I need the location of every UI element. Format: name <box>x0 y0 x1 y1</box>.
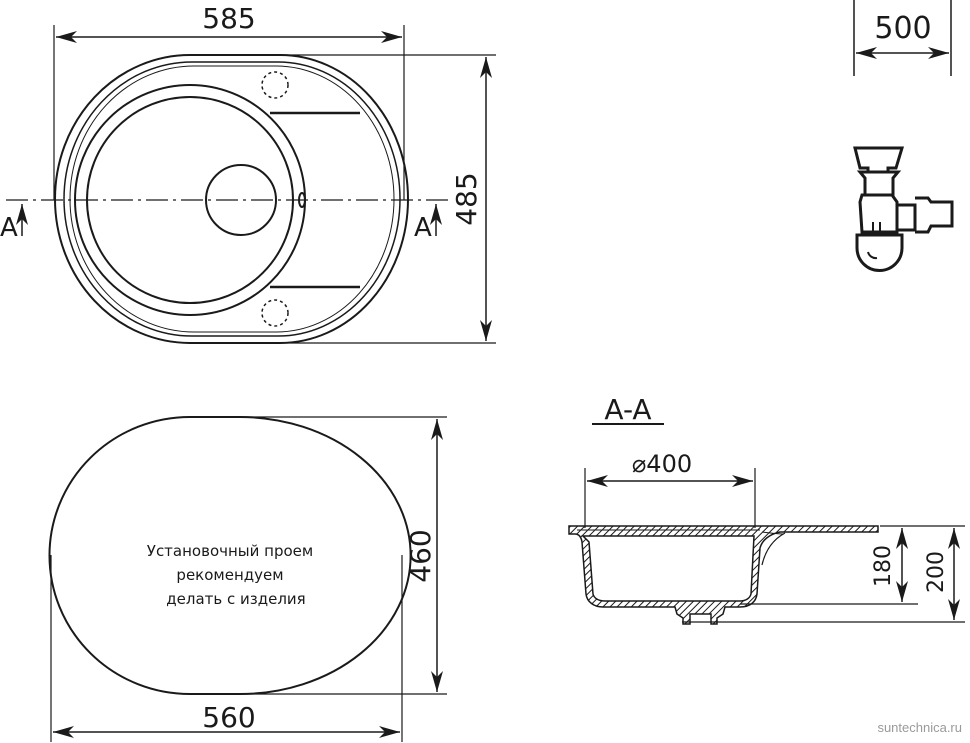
cutout-width-label: 560 <box>202 701 255 734</box>
tap-hole-bottom <box>261 299 289 327</box>
siphon-icon <box>853 146 954 272</box>
cutout-outline <box>48 416 412 695</box>
tap-hole-top <box>261 71 289 99</box>
diameter-label: ⌀400 <box>632 450 692 478</box>
cutout-height-label: 460 <box>404 529 437 582</box>
section-view <box>568 468 965 625</box>
section-marker-right: A <box>414 213 432 243</box>
watermark: suntechnica.ru <box>877 720 962 735</box>
cutout-note-line-3: делать с изделия <box>166 590 305 608</box>
top-height-label: 485 <box>450 172 483 225</box>
section-marker-left: A <box>0 213 18 243</box>
top-width-label: 585 <box>202 2 255 35</box>
total-depth-label: 200 <box>924 551 949 593</box>
cabinet-dimension <box>853 0 952 76</box>
cutout-note-line-2: рекомендуем <box>176 566 283 584</box>
sink-inner-rim <box>63 61 401 337</box>
sink-outer-rim <box>54 54 409 344</box>
cabinet-width-label: 500 <box>874 11 931 46</box>
section-title: A-A <box>604 393 651 426</box>
top-view <box>6 25 496 344</box>
drain-hole <box>205 164 277 236</box>
cutout-view <box>48 416 447 742</box>
cutout-note-line-1: Установочный проем <box>147 542 313 560</box>
bowl-depth-label: 180 <box>871 545 896 587</box>
